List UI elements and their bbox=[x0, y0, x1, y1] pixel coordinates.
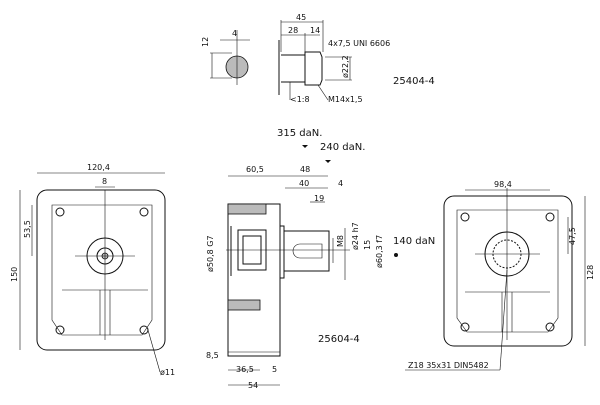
side-shaft-total-label: 48 bbox=[300, 165, 310, 174]
side-shaft-length-label: 40 bbox=[299, 179, 309, 188]
rear-height-label: 128 bbox=[586, 265, 595, 280]
rear-view: 98,4 47,5 128 Z18 35x31 DIN5482 bbox=[405, 180, 595, 371]
shaft-length-28: 28 bbox=[288, 26, 298, 35]
rear-half-height-label: 47,5 bbox=[568, 227, 577, 245]
load-annotations: 315 daN. 240 daN. 140 daN bbox=[277, 128, 435, 257]
side-code-label: 25604-4 bbox=[318, 334, 360, 345]
shaft-code-label: 25404-4 bbox=[393, 76, 435, 87]
key-section-view: 12 4 bbox=[201, 29, 250, 85]
thread-label: M14x1,5 bbox=[328, 95, 363, 104]
load-240-label: 240 daN. bbox=[320, 142, 365, 153]
side-pilot-diameter-label: ø50,8 G7 bbox=[206, 235, 215, 272]
side-shoulder-label: 4 bbox=[338, 179, 343, 188]
side-offset-label: 8,5 bbox=[206, 351, 219, 360]
side-key-length-label: 19 bbox=[314, 194, 324, 203]
front-half-height-label: 53,5 bbox=[23, 220, 32, 238]
side-depth-label: 36,5 bbox=[236, 365, 254, 374]
front-width-label: 120,4 bbox=[87, 163, 110, 172]
load-315-label: 315 daN. bbox=[277, 128, 322, 139]
load-140-label: 140 daN bbox=[393, 236, 435, 247]
front-view: 120,4 8 53,5 150 ø11 bbox=[10, 163, 175, 377]
shaft-diameter-label: ø22,2 bbox=[341, 55, 350, 78]
front-height-label: 150 bbox=[10, 267, 19, 282]
rear-spline-label: Z18 35x31 DIN5482 bbox=[408, 361, 489, 370]
shaft-length-14: 14 bbox=[310, 26, 320, 35]
side-flange-diameter-label: ø60,3 f7 bbox=[375, 235, 384, 268]
shaft-end-view: 45 28 14 4x7,5 UNI 6606 ø22,2 <1:8 M14x1… bbox=[278, 13, 435, 104]
side-shaft-diameter-label: ø24 h7 bbox=[351, 222, 360, 250]
side-thread-label: M8 bbox=[336, 235, 345, 247]
front-hole-diameter-label: ø11 bbox=[160, 368, 175, 377]
side-overall-label: 54 bbox=[248, 381, 258, 390]
key-spec-label: 4x7,5 UNI 6606 bbox=[328, 39, 390, 48]
side-key-width-label: 15 bbox=[363, 240, 372, 250]
side-body-length-label: 60,5 bbox=[246, 165, 264, 174]
taper-label: <1:8 bbox=[290, 95, 310, 104]
shaft-length-45: 45 bbox=[296, 13, 306, 22]
key-width-label: 4 bbox=[232, 29, 237, 38]
side-flange-thickness-label: 5 bbox=[272, 365, 277, 374]
side-section-view: 60,5 48 40 4 19 ø50,8 G7 M8 ø24 h7 15 ø6… bbox=[206, 165, 384, 390]
rear-width-label: 98,4 bbox=[494, 180, 512, 189]
front-hole-offset-label: 8 bbox=[102, 177, 107, 186]
key-height-label: 12 bbox=[201, 37, 210, 47]
